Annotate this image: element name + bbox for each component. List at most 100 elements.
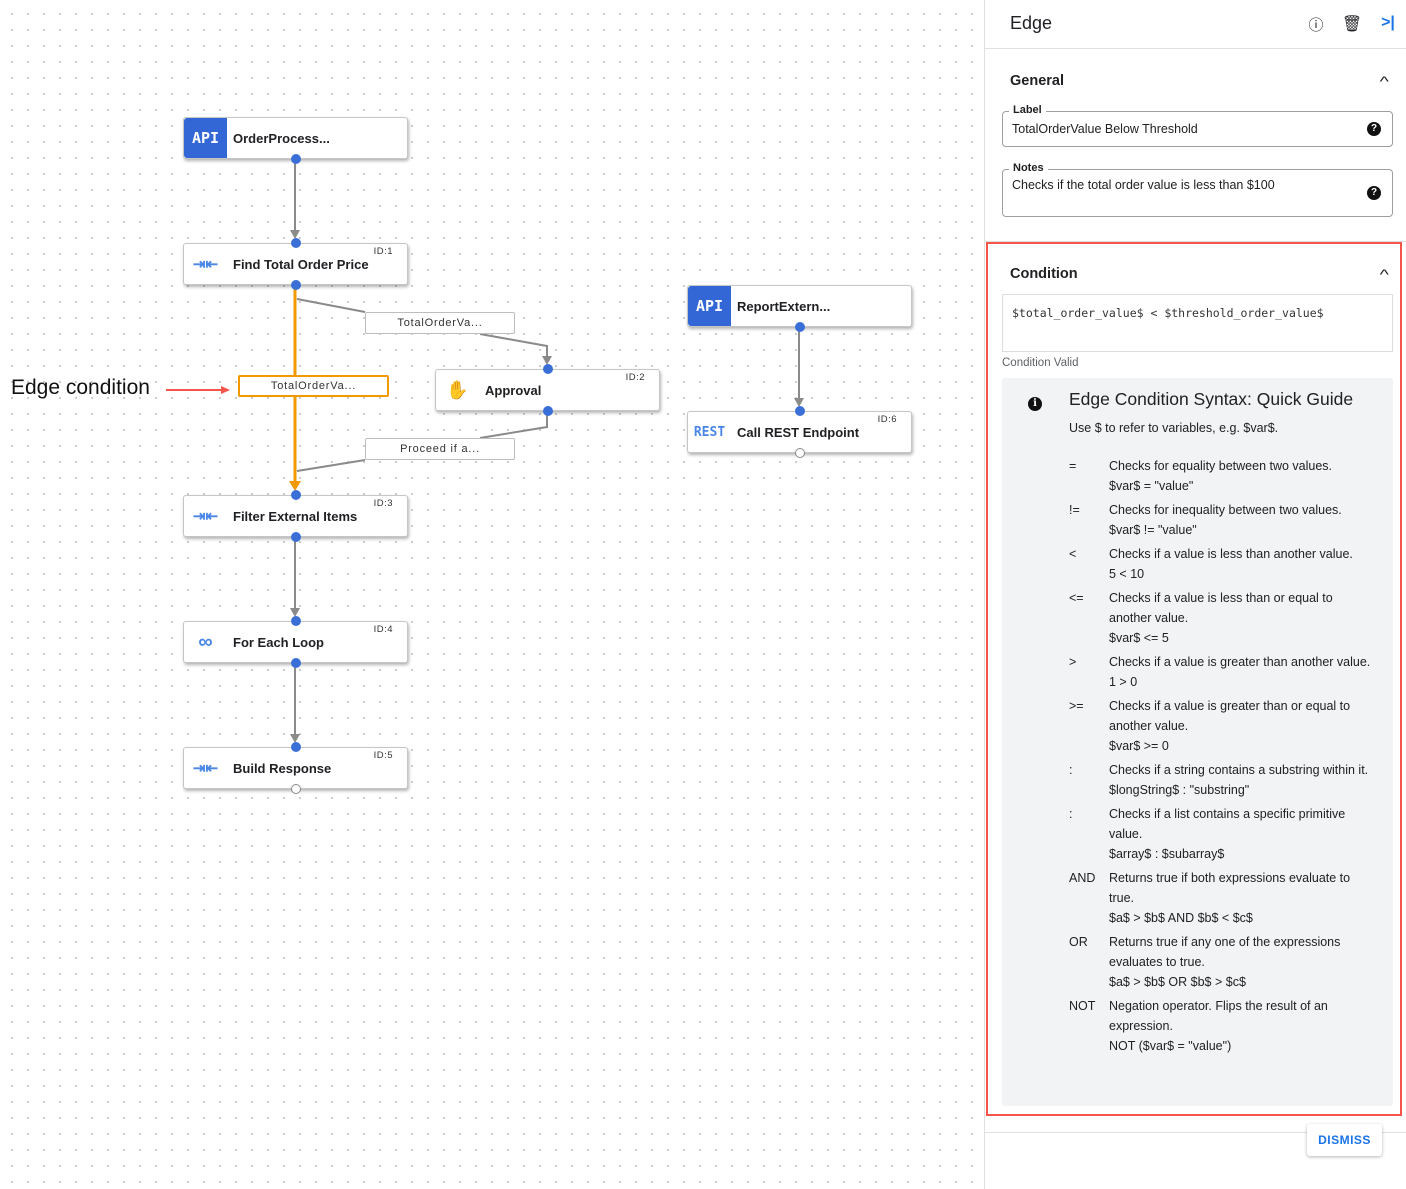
input-port[interactable] [543, 364, 553, 374]
rest-icon: REST [693, 424, 726, 440]
condition-status: Condition Valid [1002, 357, 1079, 369]
operator: : [1069, 763, 1073, 777]
arrowhead [290, 230, 300, 239]
operator-row: OR Returns true if any one of the express… [1069, 932, 1379, 992]
node-build-response[interactable]: ⇥⇤ Build Response ID:5 [183, 742, 408, 794]
output-port[interactable] [291, 280, 301, 290]
notes-field-value: Checks if the total order value is less … [1012, 178, 1275, 192]
condition-highlight-box [986, 242, 1402, 1116]
divider [985, 241, 1406, 242]
node-name: For Each Loop [233, 634, 324, 650]
hand-icon: ✋ [446, 379, 469, 400]
delete-icon[interactable]: 🗑 [1341, 16, 1363, 33]
node-name: Build Response [233, 760, 332, 776]
output-port[interactable] [291, 658, 301, 668]
api-icon: API [688, 286, 731, 326]
node-find-total-order-price[interactable]: ⇥⇤ Find Total Order Price ID:1 [183, 238, 408, 290]
node-report-extern[interactable]: API ReportExtern... [687, 285, 912, 332]
operator-description: Negation operator. Flips the result of a… [1109, 999, 1328, 1033]
selected-edge-label[interactable]: TotalOrderVa... [238, 375, 389, 397]
notes-field[interactable]: Notes Checks if the total order value is… [1002, 162, 1393, 217]
operator-row: <= Checks if a value is less than or equa… [1069, 588, 1379, 648]
operator-example: $var$ = "value" [1109, 479, 1194, 493]
node-filter-external-items[interactable]: ⇥⇤ Filter External Items ID:3 [183, 490, 408, 542]
guide-title: Edge Condition Syntax: Quick Guide [1069, 389, 1354, 409]
help-icon[interactable]: ⓘ [1308, 17, 1324, 34]
node-order-process[interactable]: API OrderProcess... [183, 117, 408, 164]
operator: = [1069, 459, 1077, 473]
syntax-guide: i Edge Condition Syntax: Quick Guide Use… [1002, 378, 1393, 1106]
operator: < [1069, 547, 1077, 561]
data-mapping-icon: ⇥⇤ [192, 508, 219, 525]
operator: > [1069, 655, 1077, 669]
data-mapping-icon: ⇥⇤ [192, 256, 219, 273]
input-port[interactable] [291, 238, 301, 248]
input-port[interactable] [291, 490, 301, 500]
output-port[interactable] [795, 448, 805, 458]
label-field-label: Label [1009, 104, 1046, 116]
operator: : [1069, 807, 1073, 821]
edge-condition-annotation: Edge condition [11, 376, 150, 399]
node-id: ID:3 [373, 498, 393, 509]
node-approval[interactable]: ✋ Approval ID:2 [435, 364, 660, 416]
operator: OR [1069, 935, 1088, 949]
output-port[interactable] [291, 784, 301, 794]
edge-label[interactable]: Proceed if a... [365, 438, 515, 460]
operator: != [1069, 503, 1080, 517]
dismiss-button[interactable]: DISMISS [1307, 1124, 1382, 1156]
edges-layer [166, 159, 804, 743]
node-name: Find Total Order Price [233, 256, 369, 272]
operator-description: Returns true if any one of the expressio… [1109, 935, 1341, 969]
operator-row: :Checks if a string contains a substring… [1069, 760, 1379, 800]
output-port[interactable] [795, 322, 805, 332]
input-port[interactable] [291, 616, 301, 626]
operator: <= [1069, 591, 1084, 605]
output-port[interactable] [291, 154, 301, 164]
collapse-panel-icon[interactable]: >| [1381, 14, 1395, 31]
input-port[interactable] [795, 406, 805, 416]
operator-example: $var$ != "value" [1109, 523, 1197, 537]
operator-description: Checks for equality between two values. [1109, 459, 1333, 473]
operator-list: = Checks for equality between two values.… [1069, 456, 1379, 1060]
node-for-each-loop[interactable]: ∞ For Each Loop ID:4 [183, 616, 408, 668]
arrowhead [290, 608, 300, 617]
condition-input[interactable]: $total_order_value$ < $threshold_order_v… [1002, 294, 1393, 352]
annotation-arrowhead [221, 386, 230, 394]
node-id: ID:1 [373, 246, 393, 257]
operator-description: Checks if a value is less than or equal … [1109, 591, 1333, 625]
operator: AND [1069, 871, 1096, 885]
node-name: Call REST Endpoint [737, 424, 860, 440]
operator-description: Checks if a value is less than another v… [1109, 547, 1353, 561]
edge-properties-panel: Edge ⓘ 🗑 >| General ^ Label TotalOrderVa… [984, 0, 1406, 1189]
output-port[interactable] [291, 532, 301, 542]
operator-example: $longString$ : "substring" [1109, 783, 1250, 797]
operator-example: $a$ > $b$ AND $b$ < $c$ [1109, 911, 1253, 925]
operator-description: Checks if a list contains a specific pri… [1109, 807, 1346, 841]
label-field[interactable]: Label TotalOrderValue Below Threshold ? [1002, 104, 1393, 147]
node-id: ID:6 [877, 414, 897, 425]
chevron-up-icon[interactable]: ^ [1380, 73, 1390, 89]
divider [985, 1132, 1406, 1133]
edge-2-3 [296, 411, 548, 472]
workflow-canvas[interactable]: Edge condition API OrderProcess... ⇥⇤ Fi… [0, 0, 984, 1189]
node-call-rest-endpoint[interactable]: REST Call REST Endpoint ID:6 [687, 406, 912, 458]
chevron-up-icon[interactable]: ^ [1380, 266, 1390, 282]
node-name: Approval [485, 382, 542, 398]
output-port[interactable] [543, 406, 553, 416]
node-name: OrderProcess... [233, 130, 330, 146]
operator-example: $var$ <= 5 [1109, 631, 1169, 645]
node-id: ID:2 [625, 372, 645, 383]
panel-title: Edge [1010, 13, 1053, 33]
edge-label[interactable]: TotalOrderVa... [365, 312, 515, 334]
operator-description: Checks if a value is greater than anothe… [1109, 655, 1371, 669]
notes-field-label: Notes [1009, 162, 1048, 174]
input-port[interactable] [291, 742, 301, 752]
operator-example: 5 < 10 [1109, 567, 1145, 581]
general-section-title: General [1010, 73, 1064, 89]
operator: NOT [1069, 999, 1096, 1013]
help-icon[interactable]: ? [1367, 122, 1381, 136]
node-id: ID:5 [373, 750, 393, 761]
help-icon[interactable]: ? [1367, 186, 1381, 200]
operator-row: > Checks if a value is greater than anoth… [1069, 652, 1379, 692]
